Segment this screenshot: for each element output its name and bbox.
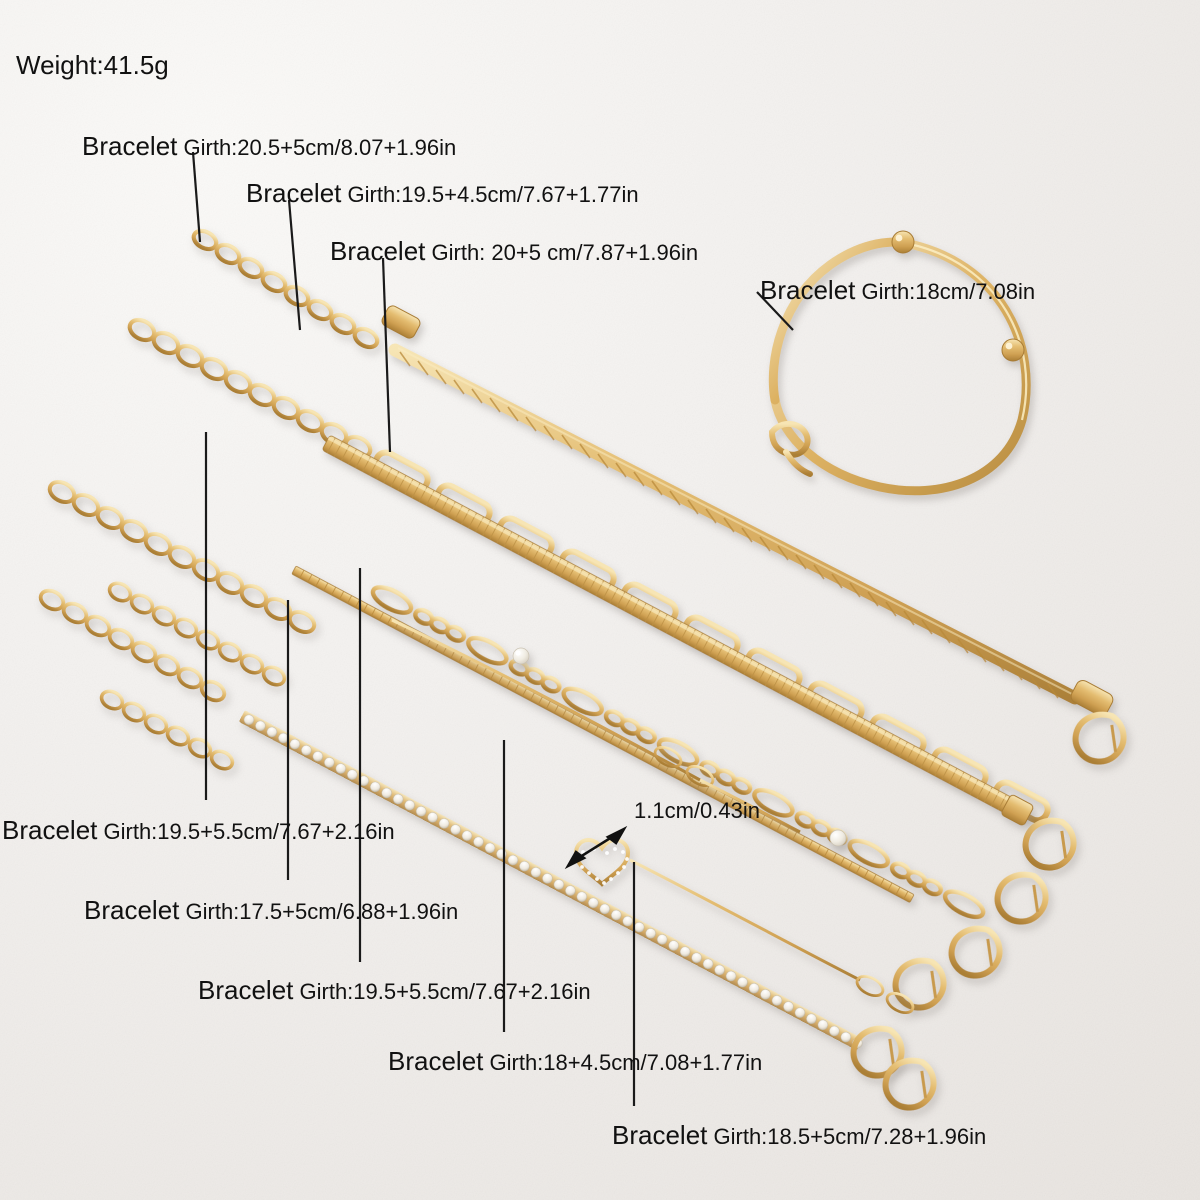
- label-value: Girth:19.5+5.5cm/7.67+2.16in: [293, 979, 591, 1004]
- label-prefix: Bracelet: [388, 1046, 484, 1076]
- label-bracelet-1: Bracelet Girth:20.5+5cm/8.07+1.96in: [82, 133, 456, 159]
- label-value: Girth:18cm/7.08in: [855, 279, 1036, 304]
- label-bracelet-9: Bracelet Girth:18.5+5cm/7.28+1.96in: [612, 1122, 986, 1148]
- heart-size-text: 1.1cm/0.43in: [634, 798, 760, 823]
- label-bracelet-3: Bracelet Girth: 20+5 cm/7.87+1.96in: [330, 238, 698, 264]
- label-bracelet-8: Bracelet Girth:18+4.5cm/7.08+1.77in: [388, 1048, 762, 1074]
- heart-charm-size-label: 1.1cm/0.43in: [634, 800, 760, 822]
- label-prefix: Bracelet: [612, 1120, 708, 1150]
- weight-label: Weight:41.5g: [16, 52, 169, 78]
- label-value: Girth:18.5+5cm/7.28+1.96in: [707, 1124, 987, 1149]
- label-bracelet-6: Bracelet Girth:17.5+5cm/6.88+1.96in: [84, 897, 458, 923]
- label-prefix: Bracelet: [2, 815, 98, 845]
- label-prefix: Bracelet: [84, 895, 180, 925]
- label-value: Girth:17.5+5cm/6.88+1.96in: [179, 899, 459, 924]
- label-bracelet-2: Bracelet Girth:19.5+4.5cm/7.67+1.77in: [246, 180, 639, 206]
- label-prefix: Bracelet: [246, 178, 342, 208]
- label-prefix: Bracelet: [760, 275, 856, 305]
- label-bracelet-5: Bracelet Girth:19.5+5.5cm/7.67+2.16in: [2, 817, 395, 843]
- label-bracelet-7: Bracelet Girth:19.5+5.5cm/7.67+2.16in: [198, 977, 591, 1003]
- weight-text: Weight:41.5g: [16, 50, 169, 80]
- label-value: Girth:19.5+4.5cm/7.67+1.77in: [341, 182, 639, 207]
- label-prefix: Bracelet: [82, 131, 178, 161]
- label-prefix: Bracelet: [330, 236, 426, 266]
- label-value: Girth:20.5+5cm/8.07+1.96in: [177, 135, 457, 160]
- label-value: Girth:19.5+5.5cm/7.67+2.16in: [97, 819, 395, 844]
- label-value: Girth:18+4.5cm/7.08+1.77in: [483, 1050, 763, 1075]
- label-value: Girth: 20+5 cm/7.87+1.96in: [425, 240, 699, 265]
- label-bangle: Bracelet Girth:18cm/7.08in: [760, 277, 1035, 303]
- label-prefix: Bracelet: [198, 975, 294, 1005]
